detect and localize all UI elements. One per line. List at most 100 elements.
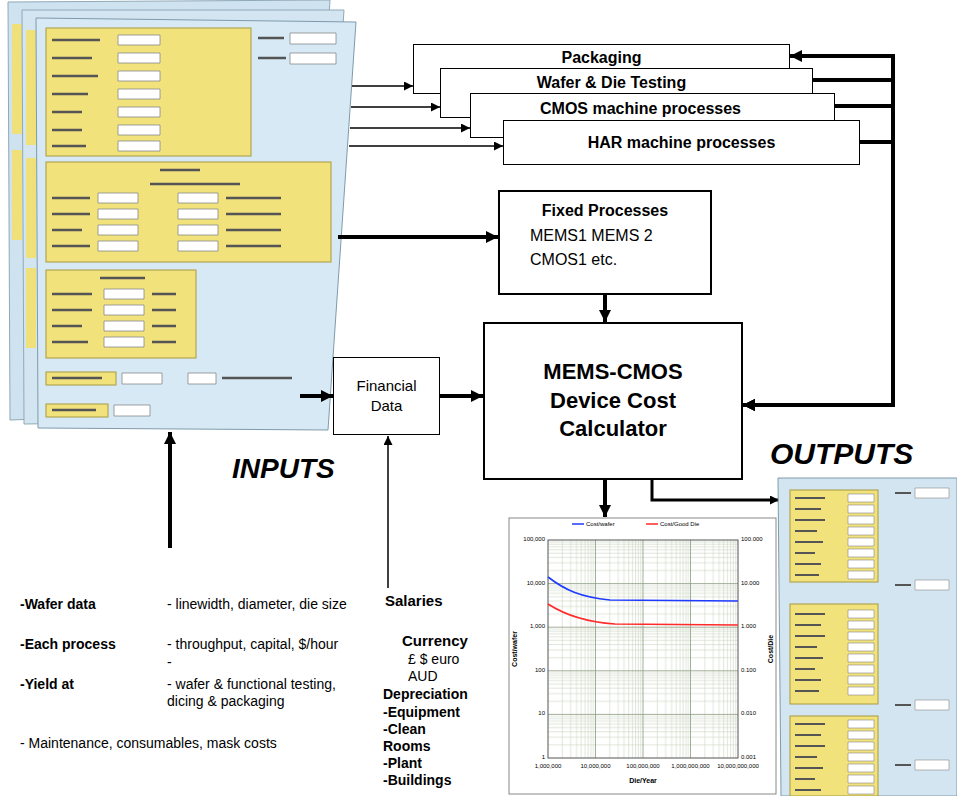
output-arrow (603, 480, 607, 517)
screen-panel (26, 268, 36, 348)
input-item: -Wafer data (20, 596, 96, 613)
tick-label: 10 (538, 711, 545, 718)
screen-dropdown (114, 373, 216, 416)
screen-dropdown (98, 193, 218, 251)
box-title: Financial Data (347, 376, 427, 417)
legend-entry: Cost/Good Die (646, 521, 699, 527)
chart-minor-grid (548, 540, 738, 758)
screen-panel (26, 158, 36, 258)
fixed-process-box: Fixed ProcessesMEMS1 MEMS 2 CMOS1 etc. (498, 190, 712, 295)
input-item: - Maintenance, consumables, mask costs (20, 735, 277, 752)
chart-major-grid (548, 540, 738, 758)
box-title: CMOS machine processes (540, 99, 741, 118)
input-arrow (387, 436, 389, 588)
screen-sheet (778, 478, 957, 796)
box-title: Fixed Processes (542, 201, 668, 220)
legend-sample (572, 521, 584, 527)
cost-chart (509, 518, 776, 794)
legend-entry: Cost/wafer (572, 521, 615, 527)
screen-panel (26, 30, 36, 145)
chart-minor-grid (548, 540, 738, 758)
tick-label: 100.000 (741, 536, 763, 543)
screen-panel (46, 270, 196, 358)
screen-panel (12, 24, 22, 134)
tick-label: 0.010 (741, 711, 756, 718)
input-arrow (300, 394, 333, 398)
screen-sheet (36, 18, 356, 430)
section-heading: OUTPUTS (770, 436, 913, 472)
tick-label: 0.001 (741, 754, 756, 761)
input-item: -Each process (20, 636, 116, 653)
box-title: MEMS-CMOS Device Cost Calculator (528, 358, 698, 444)
financial-detail: -Clean Rooms (383, 721, 441, 755)
screen-panel (12, 150, 22, 240)
input-detail: - linewidth, diameter, die size (167, 596, 347, 613)
tick-label: 1.000 (741, 624, 756, 631)
cost-per-wafer-curve (548, 577, 738, 601)
financial-input: Currency (402, 632, 468, 650)
financial-detail: -Buildings (383, 772, 451, 789)
screen-dropdown (118, 35, 160, 151)
tick-label: 10,000,000,000 (717, 763, 759, 770)
axis-title: Cost/Die (767, 635, 775, 663)
chart-plot-border (548, 540, 738, 758)
input-arrow (349, 145, 503, 147)
output-screen (778, 478, 957, 796)
financial-detail: -Equipment (383, 704, 460, 721)
screen-field-label (52, 170, 281, 246)
screen-field-label (52, 378, 292, 410)
axis-title: Die/Year (629, 777, 657, 785)
financial-input: Salaries (385, 592, 443, 610)
axis-title: Cost/wafer (511, 631, 519, 667)
screen-dropdown (104, 289, 144, 347)
box-body: MEMS1 MEMS 2 CMOS1 etc. (530, 224, 680, 272)
flow-connector (440, 394, 483, 398)
box-title: Packaging (561, 48, 641, 67)
tick-label: 100,000 (523, 536, 545, 543)
flow-connector (743, 142, 893, 405)
cost-per-die-curve (548, 604, 738, 625)
input-arrow (350, 127, 470, 129)
input-arrow (352, 85, 413, 87)
input-arrow (168, 432, 172, 548)
chart-frame (509, 518, 776, 794)
financial-data-box: Financial Data (333, 357, 440, 435)
input-item: -Yield at (20, 676, 74, 693)
tick-label: 0.100 (741, 667, 756, 674)
screen-value-box (848, 488, 949, 794)
input-arrow (351, 106, 440, 108)
financial-input: Depreciation (383, 686, 468, 703)
tick-label: 1,000 (530, 624, 545, 631)
legend-line-sample (572, 523, 584, 525)
tick-label: 10,000,000 (580, 763, 610, 770)
stacked-process-box: HAR machine processes (503, 120, 860, 165)
input-detail: - (167, 654, 172, 671)
box-title: HAR machine processes (588, 133, 776, 152)
output-arrow (652, 480, 779, 500)
section-heading: INPUTS (232, 452, 335, 486)
input-screens (8, 0, 356, 430)
box-title: Wafer & Die Testing (537, 73, 686, 92)
legend-sample (646, 521, 658, 527)
tick-label: 100 (535, 667, 545, 674)
financial-detail: -Plant (383, 755, 422, 772)
screen-panel (46, 162, 331, 262)
tick-label: 10.000 (741, 580, 759, 587)
flow-connector (603, 295, 607, 322)
tick-label: 10,000 (527, 580, 545, 587)
legend-line-sample (646, 523, 658, 525)
screen-dropdown (290, 33, 336, 64)
input-detail: - throughput, capital, $/hour (167, 636, 338, 653)
input-detail: - wafer & functional testing, dicing & p… (167, 676, 367, 710)
screen-field-label (52, 40, 100, 146)
screen-field-label (258, 38, 286, 58)
tick-label: 100,000,000 (626, 763, 659, 770)
tick-label: 1,000,000,000 (671, 763, 709, 770)
screen-panel (46, 28, 251, 156)
calculator-box: MEMS-CMOS Device Cost Calculator (483, 322, 743, 480)
tick-label: 1 (542, 754, 545, 761)
legend-text: Cost/Good Die (660, 521, 699, 527)
legend-text: Cost/wafer (586, 521, 615, 527)
tick-label: 1,000,000 (535, 763, 562, 770)
